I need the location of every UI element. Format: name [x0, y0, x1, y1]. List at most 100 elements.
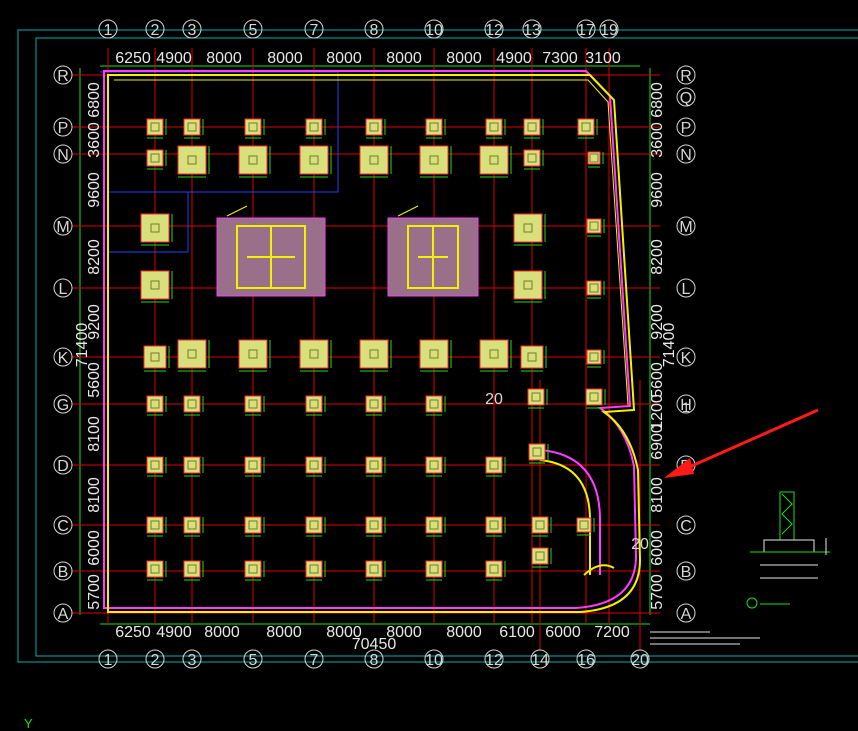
axis-bubble-label: A [58, 606, 69, 623]
axis-bubble-circle [98, 649, 118, 669]
column-section [150, 280, 160, 290]
axis-bubble-label: 17 [577, 22, 595, 39]
column-footing [527, 388, 548, 409]
column-section [369, 564, 379, 574]
footing-pad [586, 280, 602, 296]
column-footing [143, 345, 170, 372]
dimension-top: 4900 [496, 50, 532, 67]
dimension-bottom: 8000 [204, 624, 240, 641]
footing-pad [183, 560, 201, 578]
column-section [489, 564, 499, 574]
axis-bubble-top: 1 [98, 19, 118, 39]
column-section [248, 155, 258, 165]
footing-pad [140, 270, 170, 300]
column-footing [531, 547, 552, 568]
column-section [489, 520, 499, 530]
dimension-left: 9200 [86, 304, 103, 340]
axis-bubble-bottom: 8 [364, 649, 384, 669]
dimension-left: 8100 [86, 477, 103, 513]
dimension-left: 5600 [86, 362, 103, 398]
column-section [523, 280, 533, 290]
column-section [248, 349, 258, 359]
dimension-right: 3600 [649, 122, 666, 158]
footing-pad [365, 118, 383, 136]
footing-pad [425, 516, 443, 534]
column-section [248, 122, 258, 132]
column-footing [183, 118, 204, 139]
column-footings [140, 118, 606, 581]
axis-bubble-right: A [676, 603, 696, 623]
footing-pad [419, 339, 449, 369]
footing-pad [359, 339, 389, 369]
column-footing [299, 145, 332, 178]
column-footing [177, 145, 210, 178]
footing-pad [485, 118, 503, 136]
footing-pad [146, 149, 164, 167]
pointer-arrow-shaft [677, 408, 819, 474]
column-footing [485, 118, 506, 139]
footing-pad [479, 339, 509, 369]
column-footing [146, 456, 167, 477]
dimension-right: 8200 [649, 239, 666, 275]
axis-sub-label: 1 [682, 399, 690, 415]
axis-bubble-circle [53, 347, 73, 367]
column-section [579, 520, 589, 530]
column-footing [523, 149, 544, 170]
column-section [187, 520, 197, 530]
footing-pad [576, 517, 592, 533]
footing-pad [425, 395, 443, 413]
axis-bubble-circle [53, 515, 73, 535]
footing-pad [577, 118, 595, 136]
dimension-left: 8200 [86, 239, 103, 275]
column-footing [244, 516, 265, 537]
axis-bubble-bottom: 16 [576, 649, 596, 669]
dimension-bottom: 6000 [545, 624, 581, 641]
axis-bubble-label: C [680, 518, 692, 535]
axis-bubble-circle [424, 649, 444, 669]
axis-bubble-label: H [680, 397, 692, 414]
footing-pad [586, 349, 602, 365]
column-section [429, 122, 439, 132]
column-footing [299, 339, 332, 372]
column-section [369, 155, 379, 165]
column-section [429, 399, 439, 409]
footing-pad [146, 560, 164, 578]
column-section [150, 564, 160, 574]
wall-inner-line [114, 79, 629, 406]
axis-bubble-label: A [681, 606, 692, 623]
column-section [187, 349, 197, 359]
column-footing [305, 118, 326, 139]
axis-bubble-label: G [57, 397, 69, 414]
axis-bubble-left: M [53, 216, 73, 236]
axis-bubble-right: K [676, 347, 696, 367]
footing-pad [365, 560, 383, 578]
axis-bubble-circle [676, 603, 696, 623]
column-section [150, 122, 160, 132]
column-section [581, 122, 591, 132]
column-section [369, 520, 379, 530]
core-leader [397, 205, 419, 217]
axis-inner-label: 20 [485, 391, 503, 408]
column-section [187, 122, 197, 132]
axis-bubble-right: Q [676, 87, 696, 107]
dimension-top: 7300 [542, 50, 578, 67]
footing-pad [146, 395, 164, 413]
axis-bubble-circle [53, 561, 73, 581]
footing-pad [238, 145, 268, 175]
detail-rebar [781, 493, 793, 535]
column-footing [586, 218, 605, 237]
column-section [527, 153, 537, 163]
column-section [429, 155, 439, 165]
column-section [531, 392, 541, 402]
footing-pad [531, 547, 549, 565]
axis-bubble-circle [484, 19, 504, 39]
axis-bubble-label: P [681, 120, 692, 137]
axis-bubble-right: R [676, 65, 696, 85]
axis-bubble-top: 3 [182, 19, 202, 39]
footing-pad [485, 456, 503, 474]
footing-pad [523, 118, 541, 136]
column-footing [146, 560, 167, 581]
